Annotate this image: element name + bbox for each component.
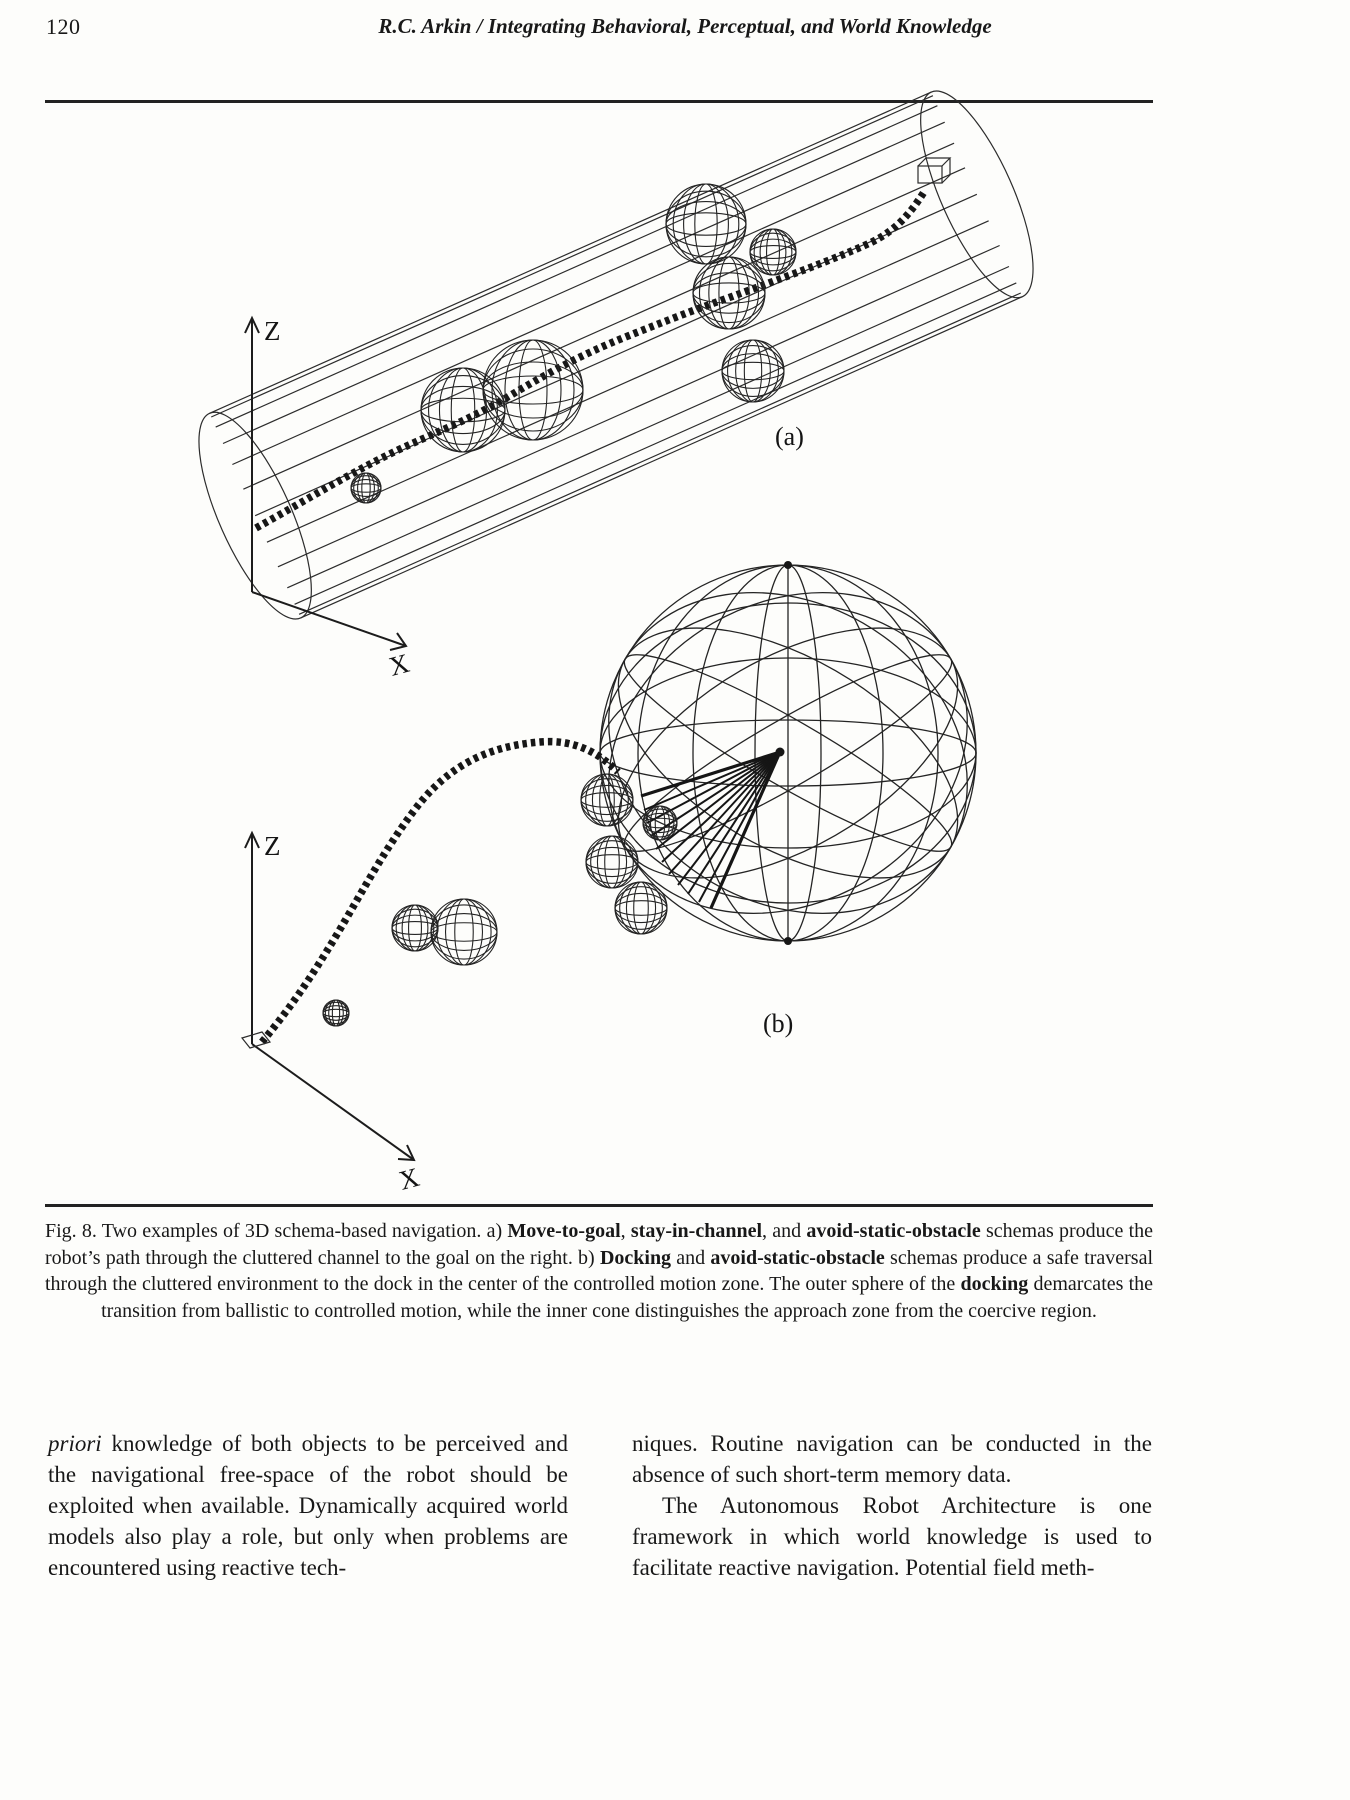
docking-sphere — [599, 561, 977, 945]
x-axis-arrowhead — [397, 1144, 416, 1162]
running-head: R.C. Arkin / Integrating Behavioral, Per… — [378, 14, 992, 38]
x-axis — [251, 591, 407, 647]
x-axis-label: X — [386, 648, 413, 682]
robot-path-a — [254, 189, 928, 532]
paragraph-text: knowledge of both objects to be perceive… — [48, 1431, 568, 1580]
body-column-left: priori knowledge of both objects to be p… — [48, 1428, 568, 1583]
caption-text: and — [671, 1246, 711, 1269]
caption-bold-term: avoid-static-obstacle — [710, 1246, 885, 1269]
body-paragraph: priori knowledge of both objects to be p… — [48, 1428, 568, 1583]
italic-lead: priori — [48, 1431, 102, 1456]
caption-bold-term: avoid-static-obstacle — [806, 1220, 981, 1242]
goal-box — [917, 157, 952, 184]
axes-a: Z X — [244, 315, 413, 682]
approach-cone — [640, 747, 785, 909]
caption-bold-term: Move-to-goal — [507, 1220, 621, 1242]
figure-caption: Fig. 8. Two examples of 3D schema-based … — [45, 1218, 1153, 1324]
caption-bold-term: Docking — [599, 1246, 672, 1269]
robot-start-marker — [240, 1031, 272, 1049]
body-paragraph: The Autonomous Robot Architecture is one… — [632, 1493, 1152, 1580]
z-axis-arrowhead — [244, 830, 260, 849]
obstacle-sphere — [749, 228, 797, 276]
caption-text: demarcates the transition from ballistic… — [101, 1273, 1154, 1322]
top-rule — [45, 100, 1153, 103]
obstacle-sphere — [585, 835, 639, 889]
z-axis-arrowhead — [244, 315, 260, 334]
bottom-rule — [45, 1204, 1153, 1207]
z-axis-label: Z — [264, 831, 281, 861]
x-axis-arrowhead — [389, 632, 408, 651]
caption-text: Fig. 8. Two examples of 3D schema-based … — [45, 1220, 508, 1242]
body-paragraph: niques. Routine navigation can be conduc… — [632, 1431, 1152, 1487]
caption-text: schemas produce a safe traversal through… — [45, 1246, 1153, 1296]
panel-b: Z X (b) — [240, 561, 977, 1196]
page-number: 120 — [46, 14, 81, 39]
panel-a: Z X (a) — [198, 90, 1034, 682]
obstacle-sphere — [430, 898, 498, 966]
caption-bold-term: stay-in-channel — [630, 1220, 762, 1242]
caption-text: , — [620, 1220, 631, 1242]
body-column-right: niques. Routine navigation can be conduc… — [632, 1428, 1152, 1583]
obstacle-sphere — [614, 881, 668, 935]
caption-text: schemas produce the robot’s path through… — [45, 1220, 1154, 1269]
channel-cylinder — [198, 90, 1034, 620]
obstacle-sphere — [322, 999, 350, 1027]
axes-b: Z X — [240, 830, 423, 1196]
panel-a-label: (a) — [775, 422, 804, 451]
x-axis-label: X — [396, 1162, 423, 1196]
caption-text: , and — [762, 1220, 807, 1242]
caption-bold-term: docking — [960, 1273, 1029, 1295]
obstacle-sphere — [665, 183, 747, 265]
obstacle-sphere — [482, 339, 584, 441]
x-axis — [251, 1043, 415, 1161]
panel-b-label: (b) — [763, 1009, 793, 1038]
z-axis-label: Z — [264, 316, 281, 346]
robot-path-b — [259, 737, 621, 1045]
dock-point — [775, 747, 785, 757]
